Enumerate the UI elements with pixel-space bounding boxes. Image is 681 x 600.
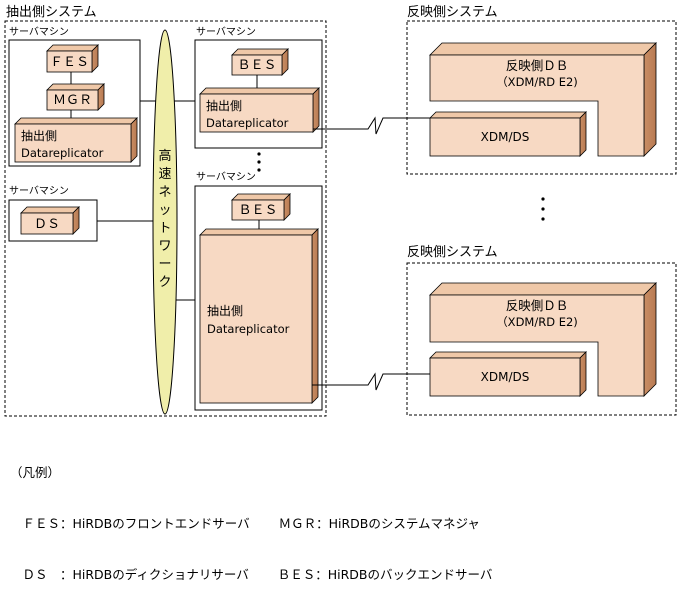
bes-box-1: ＢＥＳ xyxy=(231,48,289,76)
datareplicator-box-3: 抽出側 Datareplicator xyxy=(199,228,319,404)
extract-title: 抽出側 xyxy=(207,304,243,318)
server-label: サーバマシン xyxy=(9,26,69,38)
mgr-label: ＭＧＲ xyxy=(53,93,92,108)
mgr-box: ＭＧＲ xyxy=(46,83,105,111)
network-label-char: 速 xyxy=(158,167,171,182)
bes-label: ＢＥＳ xyxy=(237,58,276,73)
reflect-ellipsis xyxy=(541,197,545,221)
network-label-char: ト xyxy=(158,221,171,236)
network-label-char: ー xyxy=(158,257,171,272)
xdm-ds-box-2: XDM/DS xyxy=(429,351,587,397)
xdm-ds-label: XDM/DS xyxy=(481,130,530,144)
fes-box: ＦＥＳ xyxy=(46,44,99,73)
datareplicator-label: Datareplicator xyxy=(206,116,289,130)
reflect-db-title: 反映側ＤＢ xyxy=(506,298,569,313)
server-label: サーバマシン xyxy=(196,26,256,38)
reflect-db-sub: （XDM/RD E2) xyxy=(496,75,578,89)
high-speed-network xyxy=(152,29,178,415)
network-label-char: ク xyxy=(158,275,171,290)
reflect-system-boundary-2 xyxy=(406,262,677,416)
extract-system-title: 抽出側システム xyxy=(6,5,97,20)
reflect-system-title: 反映側システム xyxy=(407,5,498,20)
datareplicator-box-2: 抽出側 Datareplicator xyxy=(199,87,320,133)
xdm-ds-label: XDM/DS xyxy=(481,370,530,384)
reflect-system-title: 反映側システム xyxy=(407,245,498,260)
legend-row-2: ＤＳ ：HiRDBのディクショナリサーバ ＢＥＳ：HiRDBのバックエンドサーバ xyxy=(10,567,493,582)
server-label: サーバマシン xyxy=(9,185,69,197)
network-label-char: 高 xyxy=(158,148,171,164)
reflect-db-1: 反映側ＤＢ （XDM/RD E2) xyxy=(429,42,657,157)
server-ellipsis xyxy=(257,152,261,172)
reflect-db-sub: （XDM/RD E2) xyxy=(496,315,578,329)
wan-link-2 xyxy=(312,372,430,391)
datareplicator-box-1: 抽出側 Datareplicator xyxy=(14,117,138,163)
wan-link-1 xyxy=(313,116,430,135)
network-label-char: ワ xyxy=(158,239,171,254)
reflect-db-2: 反映側ＤＢ （XDM/RD E2) xyxy=(429,282,657,397)
legend: （凡例） ＦＥＳ：HiRDBのフロントエンドサーバ ＭＧＲ：HiRDBのシステム… xyxy=(10,430,492,600)
bes-box-2: ＢＥＳ xyxy=(231,193,291,221)
system-diagram: 抽出側システム サーバマシン ＦＥＳ ＭＧＲ 抽出側 Datareplicato… xyxy=(4,5,677,417)
datareplicator-label: Datareplicator xyxy=(207,322,290,336)
extract-system-boundary xyxy=(4,20,327,417)
network-label-char: ネ xyxy=(158,185,171,200)
bes-label: ＢＥＳ xyxy=(238,203,277,218)
legend-heading: （凡例） xyxy=(10,465,61,480)
ds-label: ＤＳ xyxy=(34,217,60,232)
fes-label: ＦＥＳ xyxy=(50,55,89,70)
ds-box: ＤＳ xyxy=(20,206,80,235)
reflect-system-boundary-1 xyxy=(406,20,677,175)
server-label: サーバマシン xyxy=(196,171,256,183)
reflect-db-title: 反映側ＤＢ xyxy=(506,58,569,73)
extract-title: 抽出側 xyxy=(21,129,57,143)
legend-row-1: ＦＥＳ：HiRDBのフロントエンドサーバ ＭＧＲ：HiRDBのシステムマネジャ xyxy=(10,516,480,531)
extract-title: 抽出側 xyxy=(206,99,242,113)
network-label-char: ッ xyxy=(158,203,171,218)
xdm-ds-box-1: XDM/DS xyxy=(429,111,587,157)
datareplicator-label: Datareplicator xyxy=(21,146,104,160)
